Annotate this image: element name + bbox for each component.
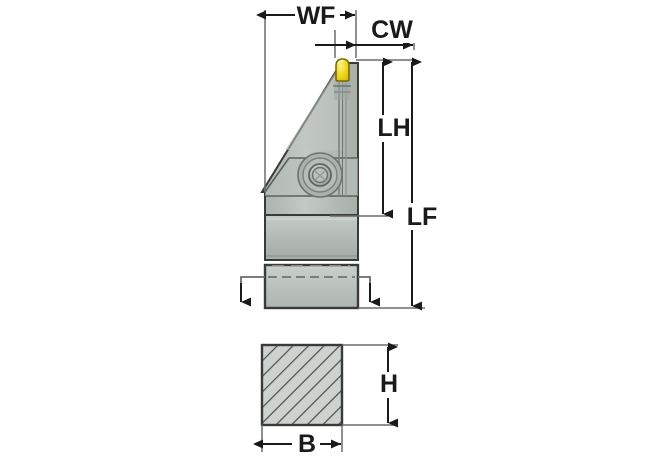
- insert-highlight: [337, 60, 344, 64]
- shank-cross-section-view: [260, 343, 344, 427]
- plan-view-thickness-arrows: [240, 276, 380, 307]
- plan-arrow-left-leader: [240, 276, 265, 285]
- dimension-h: H: [342, 342, 402, 428]
- cross-section-square: [260, 343, 344, 427]
- b-label: B: [298, 430, 316, 458]
- plan-arrow-right-leader: [358, 276, 371, 285]
- wf-label: WF: [297, 2, 336, 30]
- clamp-screw: [297, 152, 343, 198]
- plan-view: [263, 263, 360, 310]
- dimension-wf: WF: [256, 2, 357, 192]
- lf-label: LF: [407, 203, 438, 231]
- head-chamfer-face: [285, 63, 342, 150]
- dimension-b: B: [253, 425, 343, 458]
- side-elevation-view: [260, 58, 359, 261]
- dimension-lh: LH: [330, 57, 416, 219]
- cw-label: CW: [371, 16, 413, 44]
- head-seat-edge-line: [264, 157, 290, 193]
- tool-shank-side: [264, 214, 359, 261]
- dimension-cw: CW: [315, 16, 416, 58]
- h-label: H: [380, 370, 398, 398]
- lh-label: LH: [377, 114, 410, 142]
- insert-seat-shading: [334, 80, 350, 100]
- plan-view-body: [263, 263, 360, 310]
- carbide-insert: [335, 58, 350, 82]
- dimension-lf: LF: [358, 57, 442, 311]
